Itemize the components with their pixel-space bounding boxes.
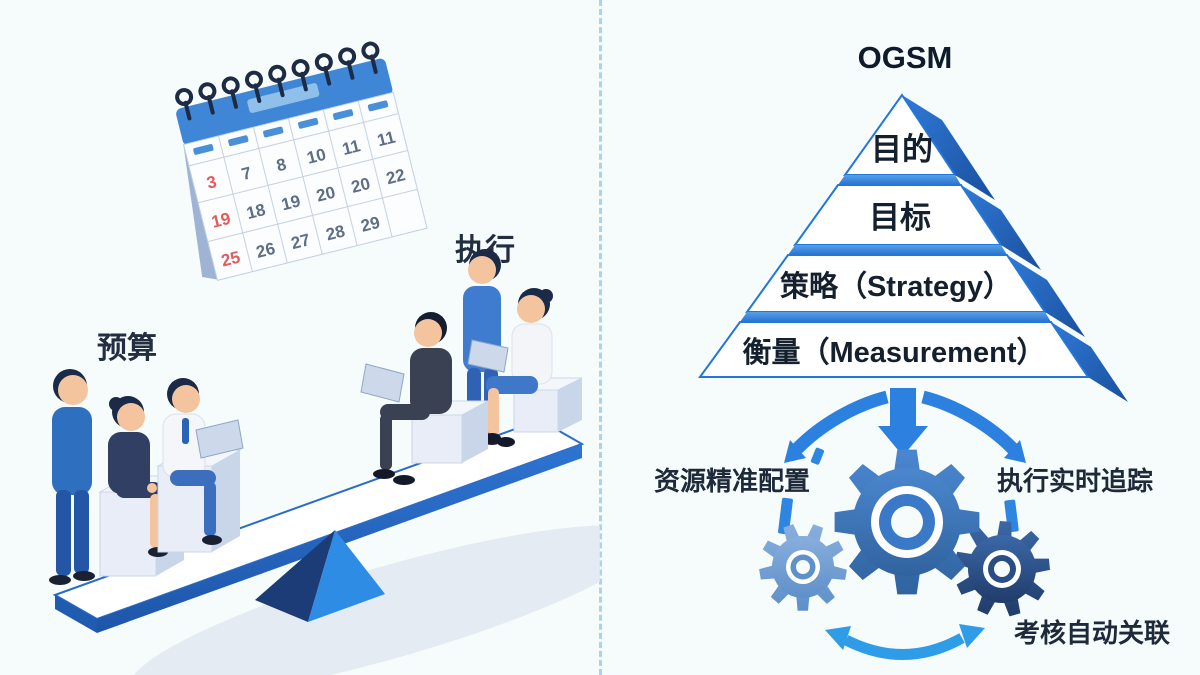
- pyramid-separator: [740, 312, 1051, 322]
- pyramid-tier-4: [698, 321, 1090, 378]
- person-seated-woman-navy: [108, 396, 168, 557]
- gear-right: [954, 521, 1050, 617]
- assessment-label: 考核自动关联: [1014, 618, 1170, 648]
- flow-arrows: [784, 388, 1026, 463]
- dashed-divider: [599, 0, 602, 675]
- pyramid: [698, 93, 1090, 378]
- svg-text:11: 11: [375, 127, 397, 150]
- stool-box: [513, 377, 583, 433]
- pyramid-separator: [788, 245, 1007, 255]
- sync-arc-arrow: [825, 624, 985, 660]
- svg-text:19: 19: [210, 209, 233, 232]
- pyramid-tier-labels: 目的 目标 策略（Strategy） 衡量（Measurement）: [743, 132, 1046, 369]
- curved-arrow-left: [791, 390, 889, 455]
- svg-text:20: 20: [349, 174, 372, 197]
- svg-text:11: 11: [340, 136, 362, 159]
- pyramid-side-flanges: [902, 95, 1128, 402]
- svg-text:25: 25: [219, 248, 242, 271]
- svg-text:28: 28: [324, 221, 347, 244]
- seesaw-illustration: 3 7 8 10 11 11 19 18 19 20 20 22 25 26 2…: [49, 41, 600, 675]
- svg-text:目的: 目的: [871, 132, 933, 167]
- budget-label: 预算: [97, 331, 157, 365]
- ogsm-diagram: OGSM 目的 目标 策略（Strategy） 衡量（Measurement）: [654, 40, 1170, 660]
- person-seated-man-dark: [360, 312, 452, 485]
- calendar-week-dashes: [193, 100, 389, 155]
- stool-box: [411, 400, 489, 464]
- down-arrow: [890, 388, 916, 428]
- svg-text:22: 22: [384, 165, 407, 188]
- svg-text:8: 8: [275, 155, 289, 176]
- curved-arrow-right: [921, 390, 1019, 455]
- svg-text:18: 18: [244, 200, 267, 223]
- person-seated-woman-laptop: [467, 288, 553, 447]
- seesaw-fulcrum: [255, 530, 385, 622]
- svg-text:目标: 目标: [869, 200, 931, 235]
- ogsm-title: OGSM: [858, 40, 953, 75]
- svg-text:10: 10: [305, 145, 328, 168]
- person-seated-laptop-white: [162, 378, 244, 545]
- svg-text:29: 29: [359, 213, 382, 236]
- svg-text:20: 20: [314, 183, 337, 206]
- seesaw-shadow: [130, 525, 600, 675]
- pyramid-separator: [838, 175, 961, 185]
- svg-text:衡量（Measurement）: 衡量（Measurement）: [743, 336, 1046, 369]
- svg-text:19: 19: [279, 191, 302, 214]
- resource-label: 资源精准配置: [654, 466, 810, 496]
- calendar-spiral-rings: [175, 41, 380, 121]
- svg-text:26: 26: [254, 239, 277, 262]
- gear-center: [834, 449, 980, 595]
- calendar-header-highlight: [247, 83, 320, 113]
- svg-text:27: 27: [289, 230, 312, 253]
- person-standing-left: [49, 369, 95, 585]
- svg-text:7: 7: [240, 163, 254, 184]
- calendar-grid-lines: [188, 100, 418, 272]
- calendar-numbers: 3 7 8 10 11 11 19 18 19 20 20 22 25 26 2…: [205, 127, 407, 271]
- calendar-illustration: 3 7 8 10 11 11 19 18 19 20 20 22 25 26 2…: [175, 41, 428, 282]
- gear-left: [759, 524, 847, 611]
- svg-text:策略（Strategy）: 策略（Strategy）: [780, 269, 1012, 303]
- svg-text:3: 3: [205, 172, 219, 193]
- tracking-label: 执行实时追踪: [997, 466, 1153, 496]
